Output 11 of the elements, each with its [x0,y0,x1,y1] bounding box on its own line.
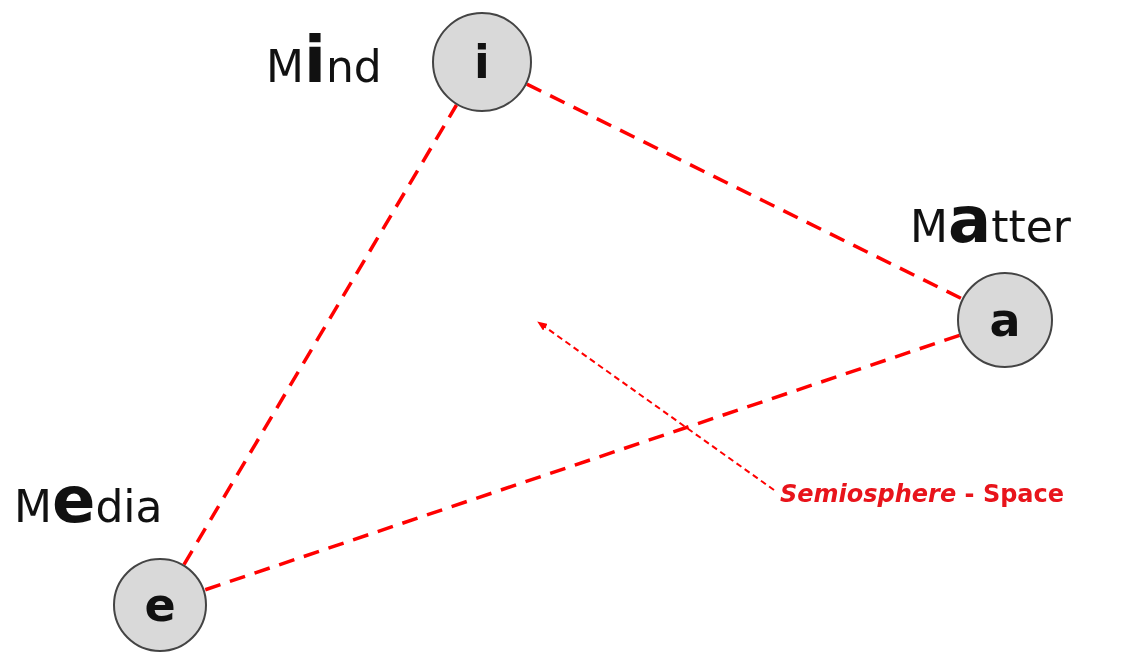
letter-circle: a [957,272,1053,368]
letter-circle: i [432,12,532,112]
node-caption: Mind [266,28,382,92]
letter-circle: e [113,558,207,652]
dashed-line [182,104,458,566]
annotation-text: Semiosphere - Space [780,480,1065,508]
dashed-line [526,82,963,301]
node-caption: Matter [910,188,1071,252]
dashed-line [204,333,961,592]
node-caption: Media [14,468,163,532]
leader-arrow [537,321,775,491]
